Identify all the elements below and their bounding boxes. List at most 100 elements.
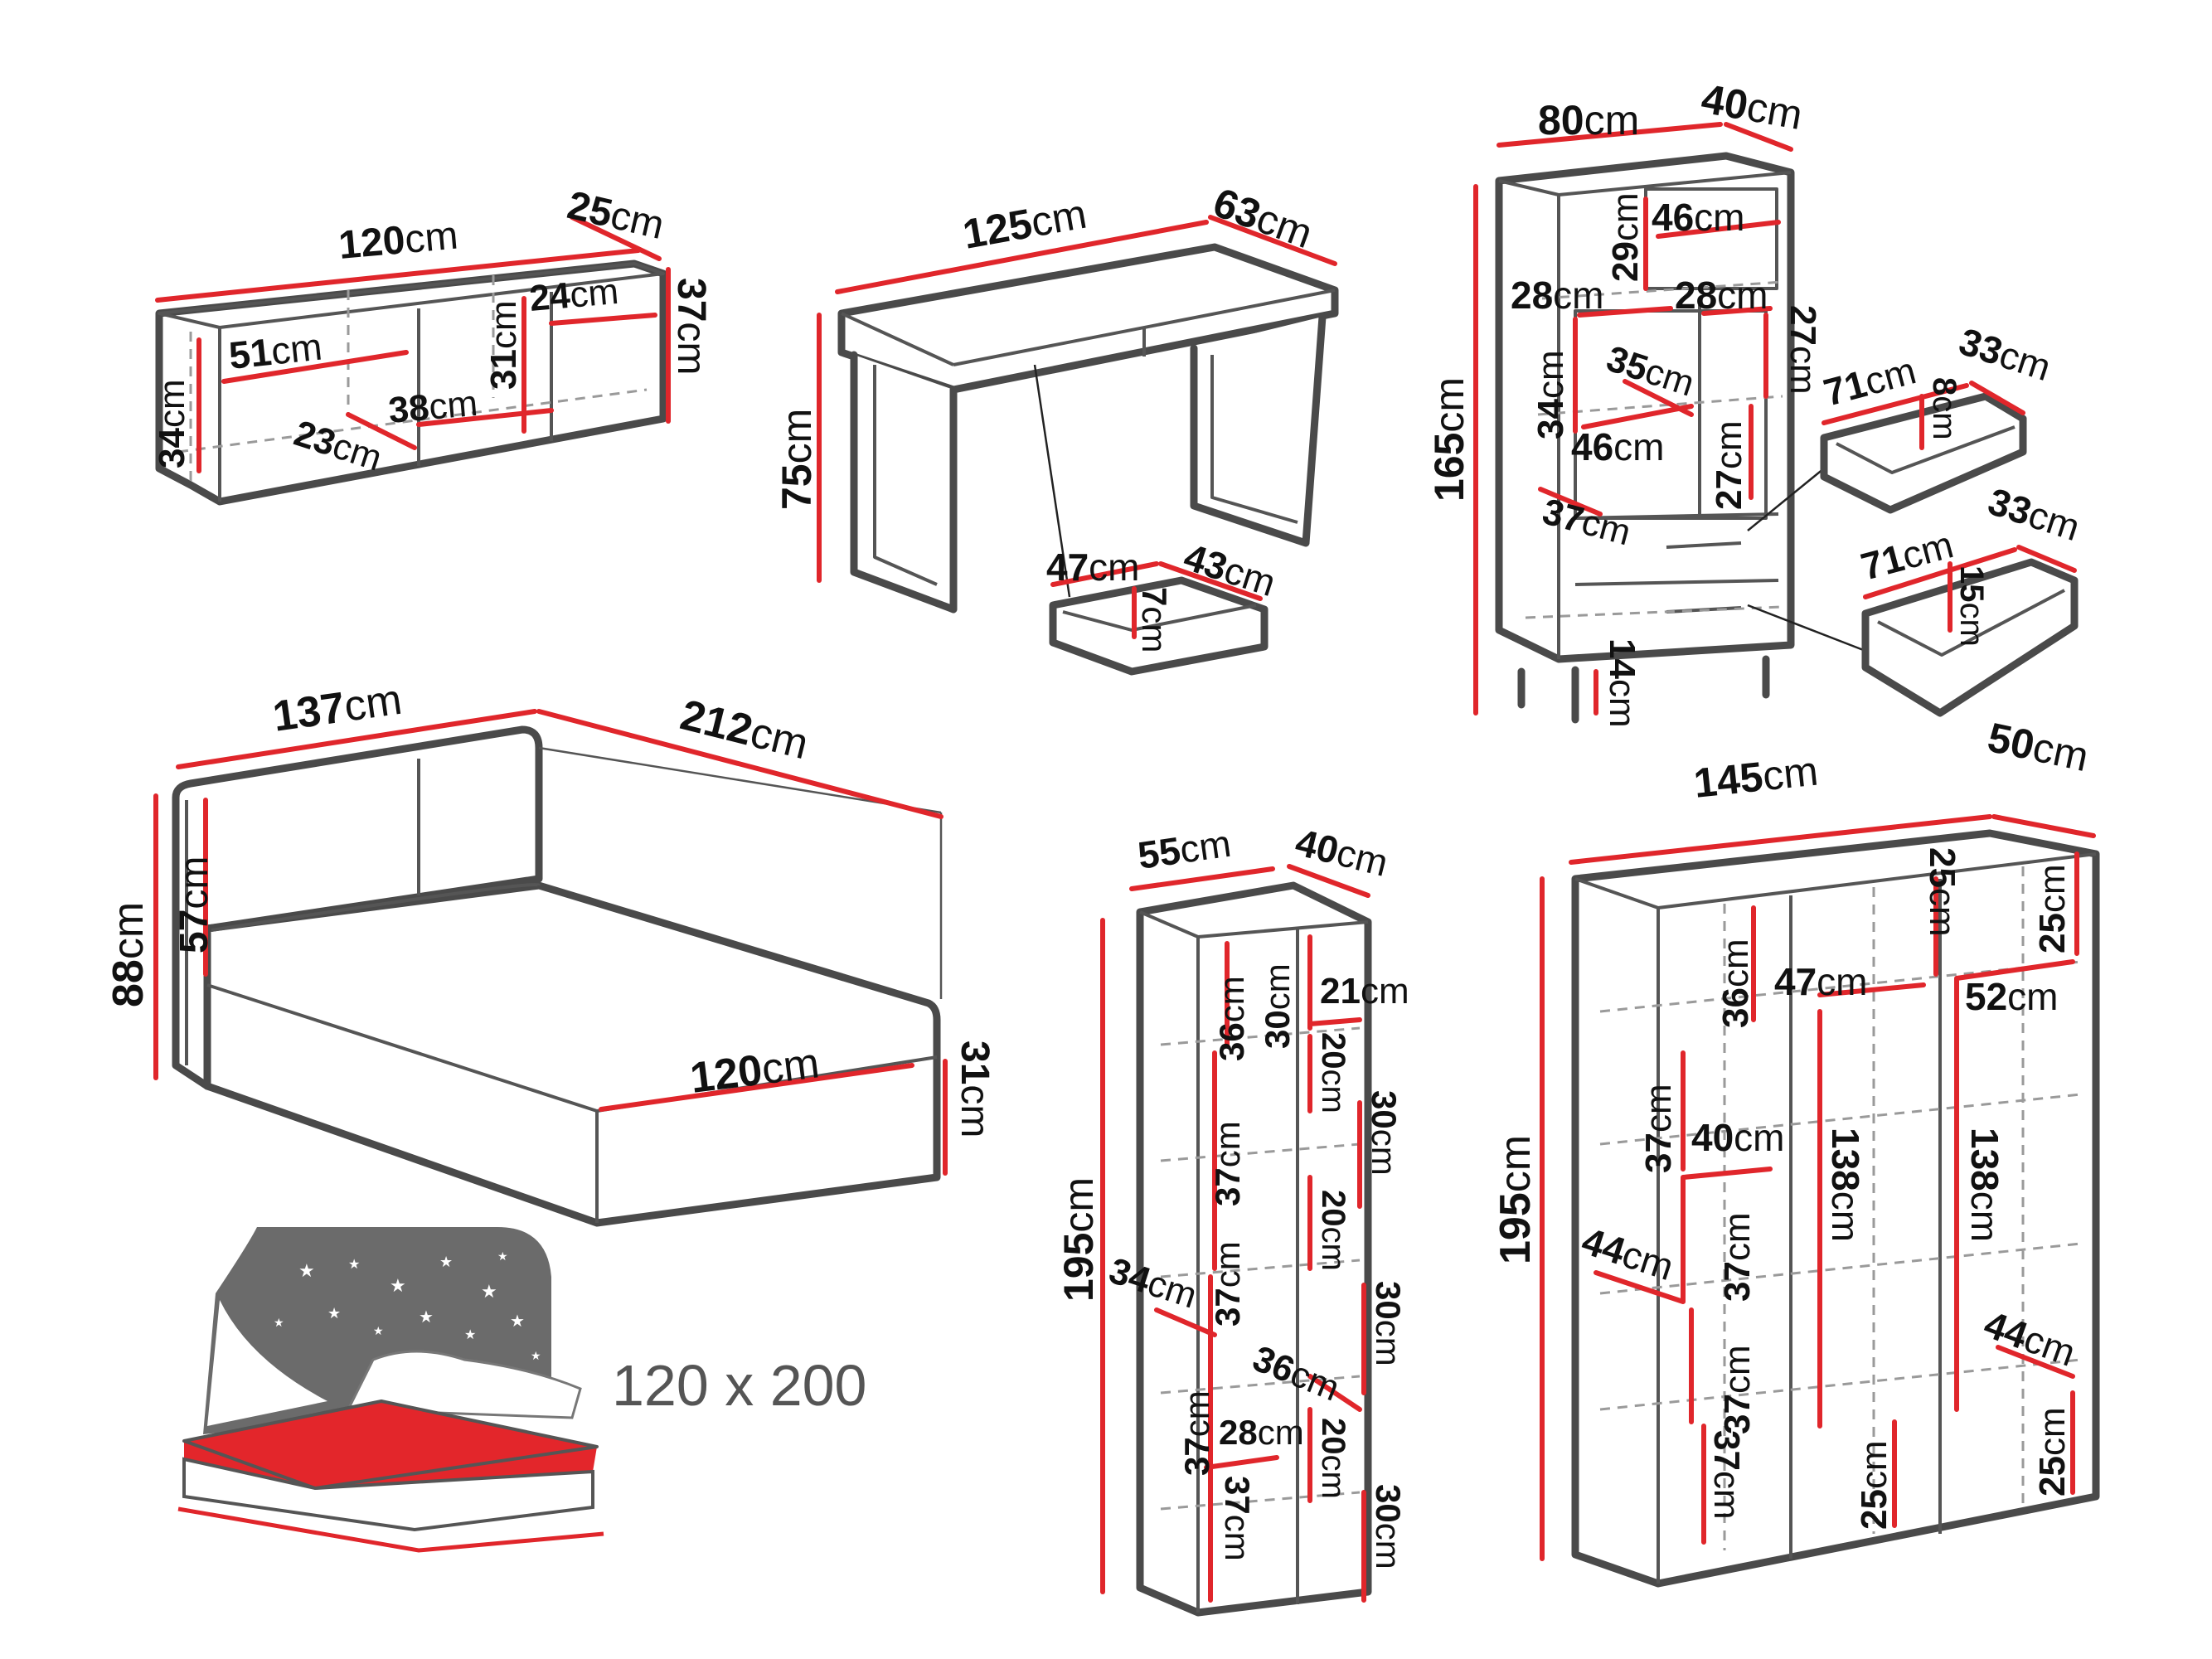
dim-label: 137cm — [270, 676, 405, 741]
dim-label: 80cm — [1538, 97, 1639, 143]
svg-text:★: ★ — [348, 1256, 360, 1272]
stars: ★ ★ ★ ★ ★ ★ ★ ★ ★ ★ ★ ★ ★ — [274, 1250, 541, 1363]
dim-line — [2016, 545, 2077, 573]
dim-label: 7cm — [1135, 587, 1174, 652]
dim-lines — [1594, 851, 2079, 1545]
dim-label: 47cm — [1046, 546, 1140, 589]
dim-label: 37cm — [669, 278, 713, 375]
svg-text:★: ★ — [373, 1325, 384, 1338]
dim-line — [1569, 814, 1992, 865]
dim-line — [1129, 866, 1275, 891]
dim-label: 71cm — [1856, 522, 1957, 588]
drawer-large: 71cm 33cm 15cm — [1747, 479, 2085, 717]
dim-label: 33cm — [1954, 319, 2056, 389]
dim-label: 31cm — [483, 300, 524, 390]
dim-label: 34cm — [1104, 1250, 1201, 1317]
dim-label: 31cm — [953, 1041, 997, 1138]
bookcase: 80cm 40cm 165cm 46cm 29cm 28cm 28cm 27cm… — [1426, 75, 1823, 728]
dim-label: 38cm — [387, 383, 479, 431]
dim-label: 75cm — [774, 409, 820, 510]
dim-line — [599, 1063, 914, 1112]
dim-label: 28cm — [1219, 1413, 1304, 1452]
wardrobe: 145cm 50cm 195cm 25cm 36cm 47cm 25cm 52c… — [1492, 714, 2100, 1588]
dim-line — [346, 412, 417, 450]
dim-line — [1822, 383, 1969, 425]
dim-label: 14cm — [1602, 638, 1642, 728]
dim-line — [1496, 122, 1723, 148]
svg-text:★: ★ — [327, 1305, 341, 1322]
dim-label: 37cm — [1208, 1121, 1247, 1206]
dim-label: 29cm — [1605, 192, 1646, 282]
desk: 125cm 63cm 75cm 47cm 43cm 7cm — [774, 179, 1339, 676]
pillow — [346, 1350, 582, 1419]
svg-text:★: ★ — [497, 1250, 508, 1264]
dim-label: 40cm — [1292, 820, 1393, 885]
dim-label: 195cm — [1055, 1177, 1102, 1302]
dim-label: 71cm — [1819, 348, 1920, 414]
dim-label: 37cm — [1717, 1345, 1758, 1434]
svg-text:★: ★ — [464, 1327, 476, 1342]
dim-label: 30cm — [1258, 963, 1297, 1049]
dim-line — [1538, 487, 1603, 517]
svg-text:★: ★ — [481, 1282, 497, 1302]
bookcase-drawer-1 — [1574, 512, 1779, 520]
dim-label: 51cm — [227, 324, 324, 376]
shelf-unit: 55cm 40cm 195cm 36cm 30cm 21cm 20cm 37cm… — [1055, 820, 1409, 1617]
dim-line — [155, 248, 641, 303]
dim-line — [835, 220, 1209, 294]
dim-label: 27cm — [1783, 305, 1823, 395]
dim-label: 25cm — [2032, 864, 2073, 953]
dim-lines — [1154, 934, 1366, 1603]
dim-label: 25cm — [2032, 1407, 2073, 1496]
dim-label: 37cm — [1208, 1241, 1247, 1327]
svg-text:★: ★ — [274, 1317, 284, 1330]
mattress-size: 120 x 200 — [612, 1353, 866, 1418]
dim-line — [1287, 864, 1370, 898]
dim-label: 138cm — [1963, 1128, 2006, 1242]
dim-label: 30cm — [1369, 1281, 1408, 1366]
dim-line — [221, 350, 409, 384]
dim-line — [1208, 215, 1337, 266]
sideboard: 120cm 25cm 37cm 34cm 51cm 23cm 38cm 31cm… — [152, 183, 713, 506]
bed-size-icon — [177, 1506, 604, 1553]
dim-label: 46cm — [1571, 425, 1665, 468]
dim-label: 57cm — [172, 856, 216, 953]
dim-label: 24cm — [528, 271, 620, 319]
dim-label: 27cm — [1709, 420, 1749, 510]
dim-label: 40cm — [1691, 1116, 1785, 1159]
dim-line — [549, 313, 657, 326]
dim-label: 55cm — [1135, 822, 1234, 877]
svg-text:★: ★ — [419, 1307, 434, 1327]
bookcase-drawer-2 — [1574, 579, 1779, 586]
dim-line — [1991, 814, 2096, 838]
dim-line — [1863, 547, 2017, 599]
dim-label: 28cm — [1511, 274, 1604, 317]
dim-line — [1623, 379, 1694, 417]
dim-label: 138cm — [1824, 1128, 1867, 1242]
dim-line — [1581, 404, 1694, 429]
dim-label: 37cm — [1717, 1212, 1758, 1302]
dim-label: 37cm — [1706, 1430, 1747, 1520]
bed: 137cm 212cm 88cm 57cm 120cm 31cm — [104, 676, 997, 1227]
dim-line — [416, 408, 554, 427]
dim-label: 25cm — [1854, 1440, 1894, 1530]
dim-label: 34cm — [1530, 350, 1571, 439]
dim-label: 8cm — [1926, 377, 1962, 440]
dim-label: 47cm — [1774, 960, 1868, 1003]
dim-line — [1969, 381, 2025, 415]
dim-label: 145cm — [1691, 748, 1820, 807]
dim-label: 25cm — [1922, 847, 1962, 937]
svg-text:★: ★ — [510, 1311, 525, 1331]
dim-label: 20cm — [1315, 1190, 1351, 1271]
dim-label: 34cm — [152, 379, 192, 468]
dim-label: 28cm — [1675, 274, 1768, 317]
dim-label: 37cm — [1218, 1476, 1257, 1561]
dim-label: 33cm — [1983, 479, 2085, 549]
svg-text:★: ★ — [298, 1261, 315, 1282]
dim-line — [536, 709, 943, 819]
dim-label: 15cm — [1953, 565, 1990, 647]
dim-label: 21cm — [1320, 971, 1409, 1011]
dim-label: 165cm — [1426, 377, 1472, 502]
dim-label: 40cm — [1698, 75, 1806, 138]
dim-line — [570, 215, 662, 261]
